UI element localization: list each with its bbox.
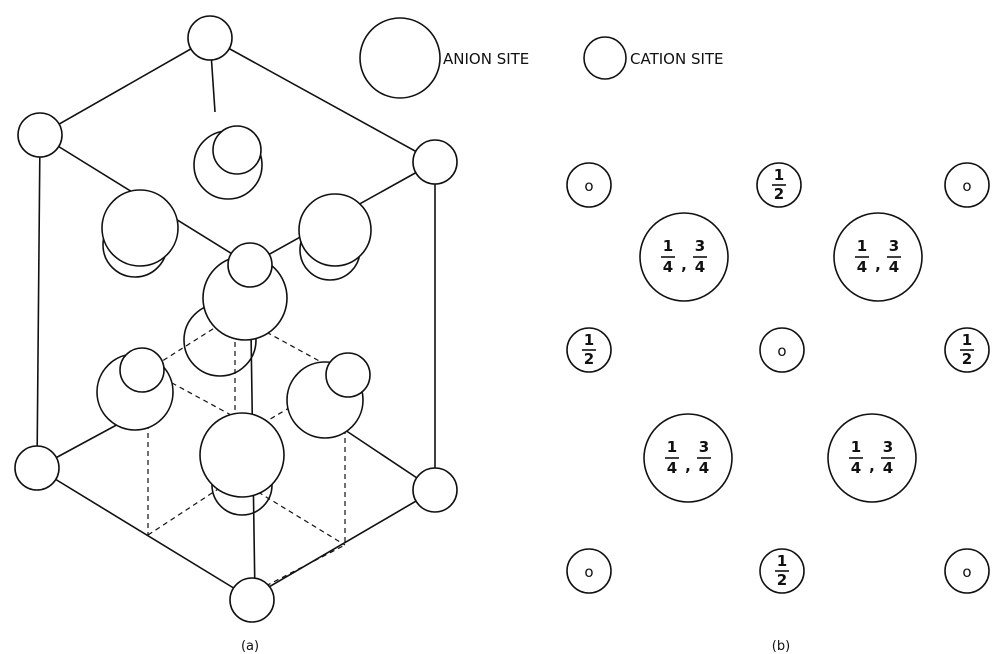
zero-height-mark: o: [962, 177, 971, 195]
cation-group-corners: [14, 15, 458, 623]
cation-legend-symbol: [583, 36, 627, 80]
cation-zero-site: o: [944, 162, 990, 208]
cation-site: [325, 352, 371, 398]
cation-zero-site: o: [566, 162, 612, 208]
zero-height-mark: o: [584, 563, 593, 581]
cation-zero-site: o: [944, 548, 990, 594]
cation-site: [187, 15, 233, 61]
cation-zero-site: o: [759, 327, 805, 373]
unit-cell-3d: [14, 15, 458, 623]
anion-quarter-site: 1 4 , 3 4: [833, 212, 923, 302]
fraction-numerator: 1: [667, 438, 677, 456]
fraction-denominator: 2: [777, 571, 787, 589]
cell-edge: [209, 37, 436, 163]
cell-edge: [36, 467, 251, 599]
anion-legend-label: ANION SITE: [443, 50, 529, 68]
fraction-numerator: 1: [777, 552, 787, 570]
fraction-separator: ,: [681, 256, 687, 274]
anion-group-mid: [96, 130, 372, 498]
anion-legend-symbol: [359, 17, 441, 99]
fraction-numerator: 1: [663, 237, 673, 255]
fraction-denominator: 2: [962, 350, 972, 368]
fraction-denominator: 4: [883, 459, 893, 477]
fraction-numerator: 3: [889, 237, 899, 255]
legend: ANION SITE CATION SITE: [359, 17, 724, 99]
fraction-numerator: 1: [851, 438, 861, 456]
cation-half-site: 1 2: [759, 548, 805, 594]
fraction-separator: ,: [875, 256, 881, 274]
anion-site: [298, 193, 372, 267]
fraction-separator: ,: [869, 457, 875, 475]
cation-half-site: 1 2: [566, 327, 612, 373]
cation-site: [14, 445, 60, 491]
fraction-separator: ,: [685, 457, 691, 475]
fraction-denominator: 4: [667, 459, 677, 477]
fraction-denominator: 2: [774, 185, 784, 203]
anion-site: [101, 189, 179, 267]
zero-height-mark: o: [777, 342, 786, 360]
fraction-numerator: 1: [857, 237, 867, 255]
fraction-denominator: 4: [857, 258, 867, 276]
caption-b: (b): [772, 639, 790, 654]
zero-height-mark: o: [584, 177, 593, 195]
fraction-denominator: 4: [699, 459, 709, 477]
fraction-denominator: 4: [663, 258, 673, 276]
fraction-denominator: 4: [695, 258, 705, 276]
anion-quarter-site: 1 4 , 3 4: [827, 413, 917, 503]
cation-half-site: 1 2: [756, 162, 802, 208]
cell-edge: [249, 489, 436, 599]
caption-a: (a): [241, 639, 259, 654]
cation-site: [17, 112, 63, 158]
fraction-denominator: 4: [889, 258, 899, 276]
plan-view: o o o o o 1 2 1 2: [566, 162, 990, 594]
cell-edge: [36, 134, 41, 469]
cation-legend-label: CATION SITE: [630, 50, 724, 68]
fraction-denominator: 2: [584, 350, 594, 368]
fraction-numerator: 3: [699, 438, 709, 456]
anion-site: [199, 412, 285, 498]
zero-height-mark: o: [962, 563, 971, 581]
cation-site: [212, 125, 262, 175]
fraction-denominator: 4: [851, 459, 861, 477]
cation-site: [412, 139, 458, 185]
fraction-numerator: 3: [883, 438, 893, 456]
cation-site: [412, 467, 458, 513]
cation-site: [229, 577, 275, 623]
fraction-numerator: 3: [695, 237, 705, 255]
cation-site: [227, 242, 273, 288]
fraction-numerator: 1: [584, 331, 594, 349]
anion-quarter-site: 1 4 , 3 4: [643, 413, 733, 503]
cation-group-inner: [119, 125, 371, 398]
cation-site: [119, 347, 165, 393]
fraction-numerator: 1: [774, 166, 784, 184]
cell-edge: [39, 37, 211, 136]
anion-quarter-site: 1 4 , 3 4: [639, 212, 729, 302]
cation-half-site: 1 2: [944, 327, 990, 373]
fraction-numerator: 1: [962, 331, 972, 349]
cation-zero-site: o: [566, 548, 612, 594]
